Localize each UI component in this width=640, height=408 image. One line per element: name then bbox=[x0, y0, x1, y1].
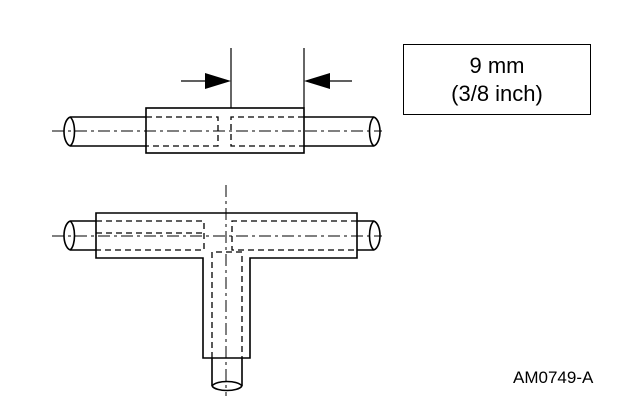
dimension-arrow-left-icon bbox=[205, 73, 231, 89]
straight-connector bbox=[52, 107, 382, 154]
figure-id: AM0749-A bbox=[513, 368, 594, 387]
measurement-callout: 9 mm (3/8 inch) bbox=[403, 44, 591, 115]
tee-connector bbox=[52, 185, 382, 396]
measurement-metric: 9 mm bbox=[469, 52, 525, 78]
dimension-indicator bbox=[181, 48, 352, 108]
dimension-arrow-right-icon bbox=[304, 73, 330, 89]
measurement-imperial: (3/8 inch) bbox=[451, 80, 543, 106]
